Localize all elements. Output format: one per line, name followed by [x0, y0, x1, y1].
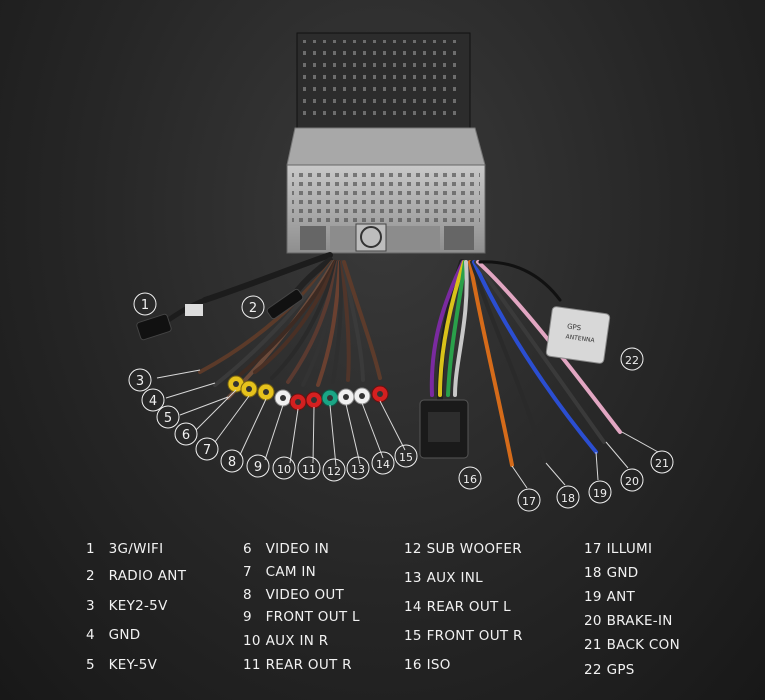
svg-text:16: 16 — [463, 473, 477, 486]
svg-text:14: 14 — [376, 458, 390, 471]
wires — [157, 252, 622, 467]
callout-16: 16 — [458, 466, 482, 490]
callout-4: 4 — [141, 388, 165, 412]
svg-text:20: 20 — [625, 475, 639, 488]
legend-item: 13 AUX INL — [404, 570, 483, 586]
legend-item: 15 FRONT OUT R — [404, 628, 523, 644]
legend-item: 20 BRAKE-IN — [584, 613, 673, 629]
svg-text:5: 5 — [164, 411, 172, 426]
svg-text:13: 13 — [351, 463, 365, 476]
legend-item: 1 3G/WIFI — [86, 541, 164, 557]
legend-item: 7 CAM IN — [243, 564, 317, 580]
svg-text:11: 11 — [302, 463, 316, 476]
svg-text:9: 9 — [254, 460, 262, 475]
callout-17: 17 — [517, 488, 541, 512]
callout-9: 9 — [246, 454, 270, 478]
legend-item: 2 RADIO ANT — [86, 568, 187, 584]
head-unit — [286, 32, 486, 254]
svg-text:18: 18 — [561, 492, 575, 505]
legend-item: 10 AUX IN R — [243, 633, 329, 649]
legend-item: 6 VIDEO IN — [243, 541, 330, 557]
gps-antenna: GPS ANTENNA — [545, 306, 611, 364]
svg-text:1: 1 — [141, 298, 149, 313]
svg-text:10: 10 — [277, 463, 291, 476]
svg-text:17: 17 — [522, 495, 536, 508]
legend-item: 21 BACK CON — [584, 637, 680, 653]
callout-21: 21 — [650, 450, 674, 474]
callout-11: 11 — [297, 456, 321, 480]
callout-1: 1 — [133, 292, 157, 316]
svg-text:7: 7 — [203, 443, 211, 458]
callout-22: 22 — [620, 347, 644, 371]
callout-10: 10 — [272, 456, 296, 480]
callout-12: 12 — [322, 458, 346, 482]
radio-ant-connector — [266, 288, 304, 320]
legend-item: 3 KEY2-5V — [86, 598, 168, 614]
legend-item: 18 GND — [584, 565, 639, 581]
legend-item: 22 GPS — [584, 662, 635, 678]
svg-text:15: 15 — [399, 451, 413, 464]
callout-2: 2 — [241, 295, 265, 319]
legend-item: 5 KEY-5V — [86, 657, 158, 673]
callout-7: 7 — [195, 437, 219, 461]
callout-20: 20 — [620, 468, 644, 492]
callout-markers: 1 2 3 4 5 6 7 8 9 10 11 12 13 14 15 16 1… — [128, 292, 674, 512]
callout-3: 3 — [128, 368, 152, 392]
callout-14: 14 — [371, 451, 395, 475]
svg-text:3: 3 — [136, 374, 144, 389]
legend-item: 8 VIDEO OUT — [243, 587, 345, 603]
3g-wifi-connector — [136, 313, 172, 341]
legend-item: 9 FRONT OUT L — [243, 609, 360, 625]
svg-text:2: 2 — [249, 301, 257, 316]
svg-text:GPS: GPS — [567, 322, 583, 332]
svg-text:8: 8 — [228, 455, 236, 470]
chassis-top — [286, 127, 486, 166]
legend-item: 19 ANT — [584, 589, 636, 605]
svg-text:6: 6 — [182, 428, 190, 443]
leader-lines — [156, 369, 659, 489]
legend-item: 4 GND — [86, 627, 141, 643]
legend-item: 16 ISO — [404, 657, 451, 673]
svg-text:21: 21 — [655, 457, 669, 470]
svg-text:ANTENNA: ANTENNA — [565, 333, 596, 344]
svg-text:22: 22 — [625, 354, 639, 367]
legend-item: 14 REAR OUT L — [404, 599, 511, 615]
callout-8: 8 — [220, 449, 244, 473]
callout-6: 6 — [174, 422, 198, 446]
svg-text:4: 4 — [149, 394, 157, 409]
legend-item: 17 ILLUMI — [584, 541, 653, 557]
connectors: GPS ANTENNA — [136, 288, 611, 459]
callout-19: 19 — [588, 480, 612, 504]
legend-item: 12 SUB WOOFER — [404, 541, 522, 557]
svg-text:12: 12 — [327, 465, 341, 478]
callout-15: 15 — [394, 444, 418, 468]
svg-text:19: 19 — [593, 487, 607, 500]
callout-18: 18 — [556, 485, 580, 509]
legend-item: 11 REAR OUT R — [243, 657, 352, 673]
callout-13: 13 — [346, 456, 370, 480]
callout-5: 5 — [156, 405, 180, 429]
